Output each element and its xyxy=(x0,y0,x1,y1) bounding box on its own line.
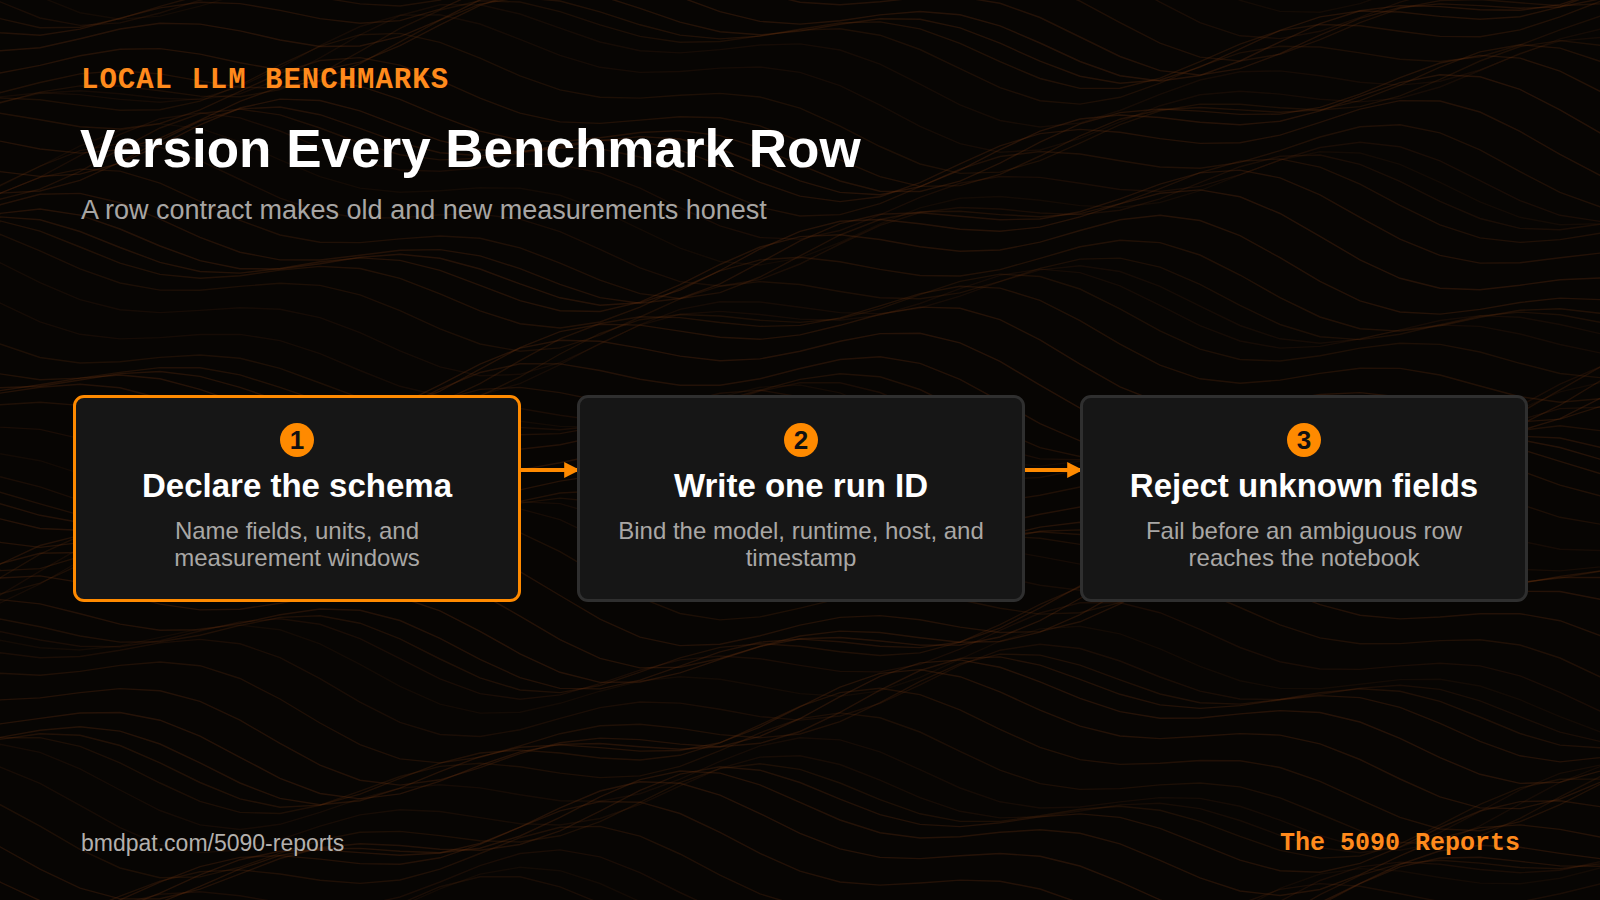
process-box: 3Reject unknown fieldsFail before an amb… xyxy=(1080,395,1528,602)
section-kicker: LOCAL LLM BENCHMARKS xyxy=(81,64,449,97)
step-heading: Reject unknown fields xyxy=(1083,467,1525,505)
slide-subtitle: A row contract makes old and new measure… xyxy=(81,195,767,226)
step-description: Name fields, units, and measurement wind… xyxy=(107,517,487,571)
footer-url: bmdpat.com/5090-reports xyxy=(81,830,344,857)
process-box: 1Declare the schemaName fields, units, a… xyxy=(73,395,521,602)
slide-title: Version Every Benchmark Row xyxy=(80,118,861,179)
step-number: 2 xyxy=(784,423,818,457)
step-heading: Declare the schema xyxy=(76,467,518,505)
footer-brand: The 5090 Reports xyxy=(1280,829,1520,858)
step-description: Bind the model, runtime, host, and times… xyxy=(611,517,991,571)
process-box: 2Write one run ID Bind the model, runtime… xyxy=(577,395,1025,602)
flow-arrow xyxy=(521,468,577,472)
flow-arrow xyxy=(1025,468,1080,472)
step-number: 3 xyxy=(1287,423,1321,457)
step-heading: Write one run ID xyxy=(580,467,1022,505)
step-description: Fail before an ambiguous row reaches the… xyxy=(1114,517,1494,571)
step-number: 1 xyxy=(280,423,314,457)
